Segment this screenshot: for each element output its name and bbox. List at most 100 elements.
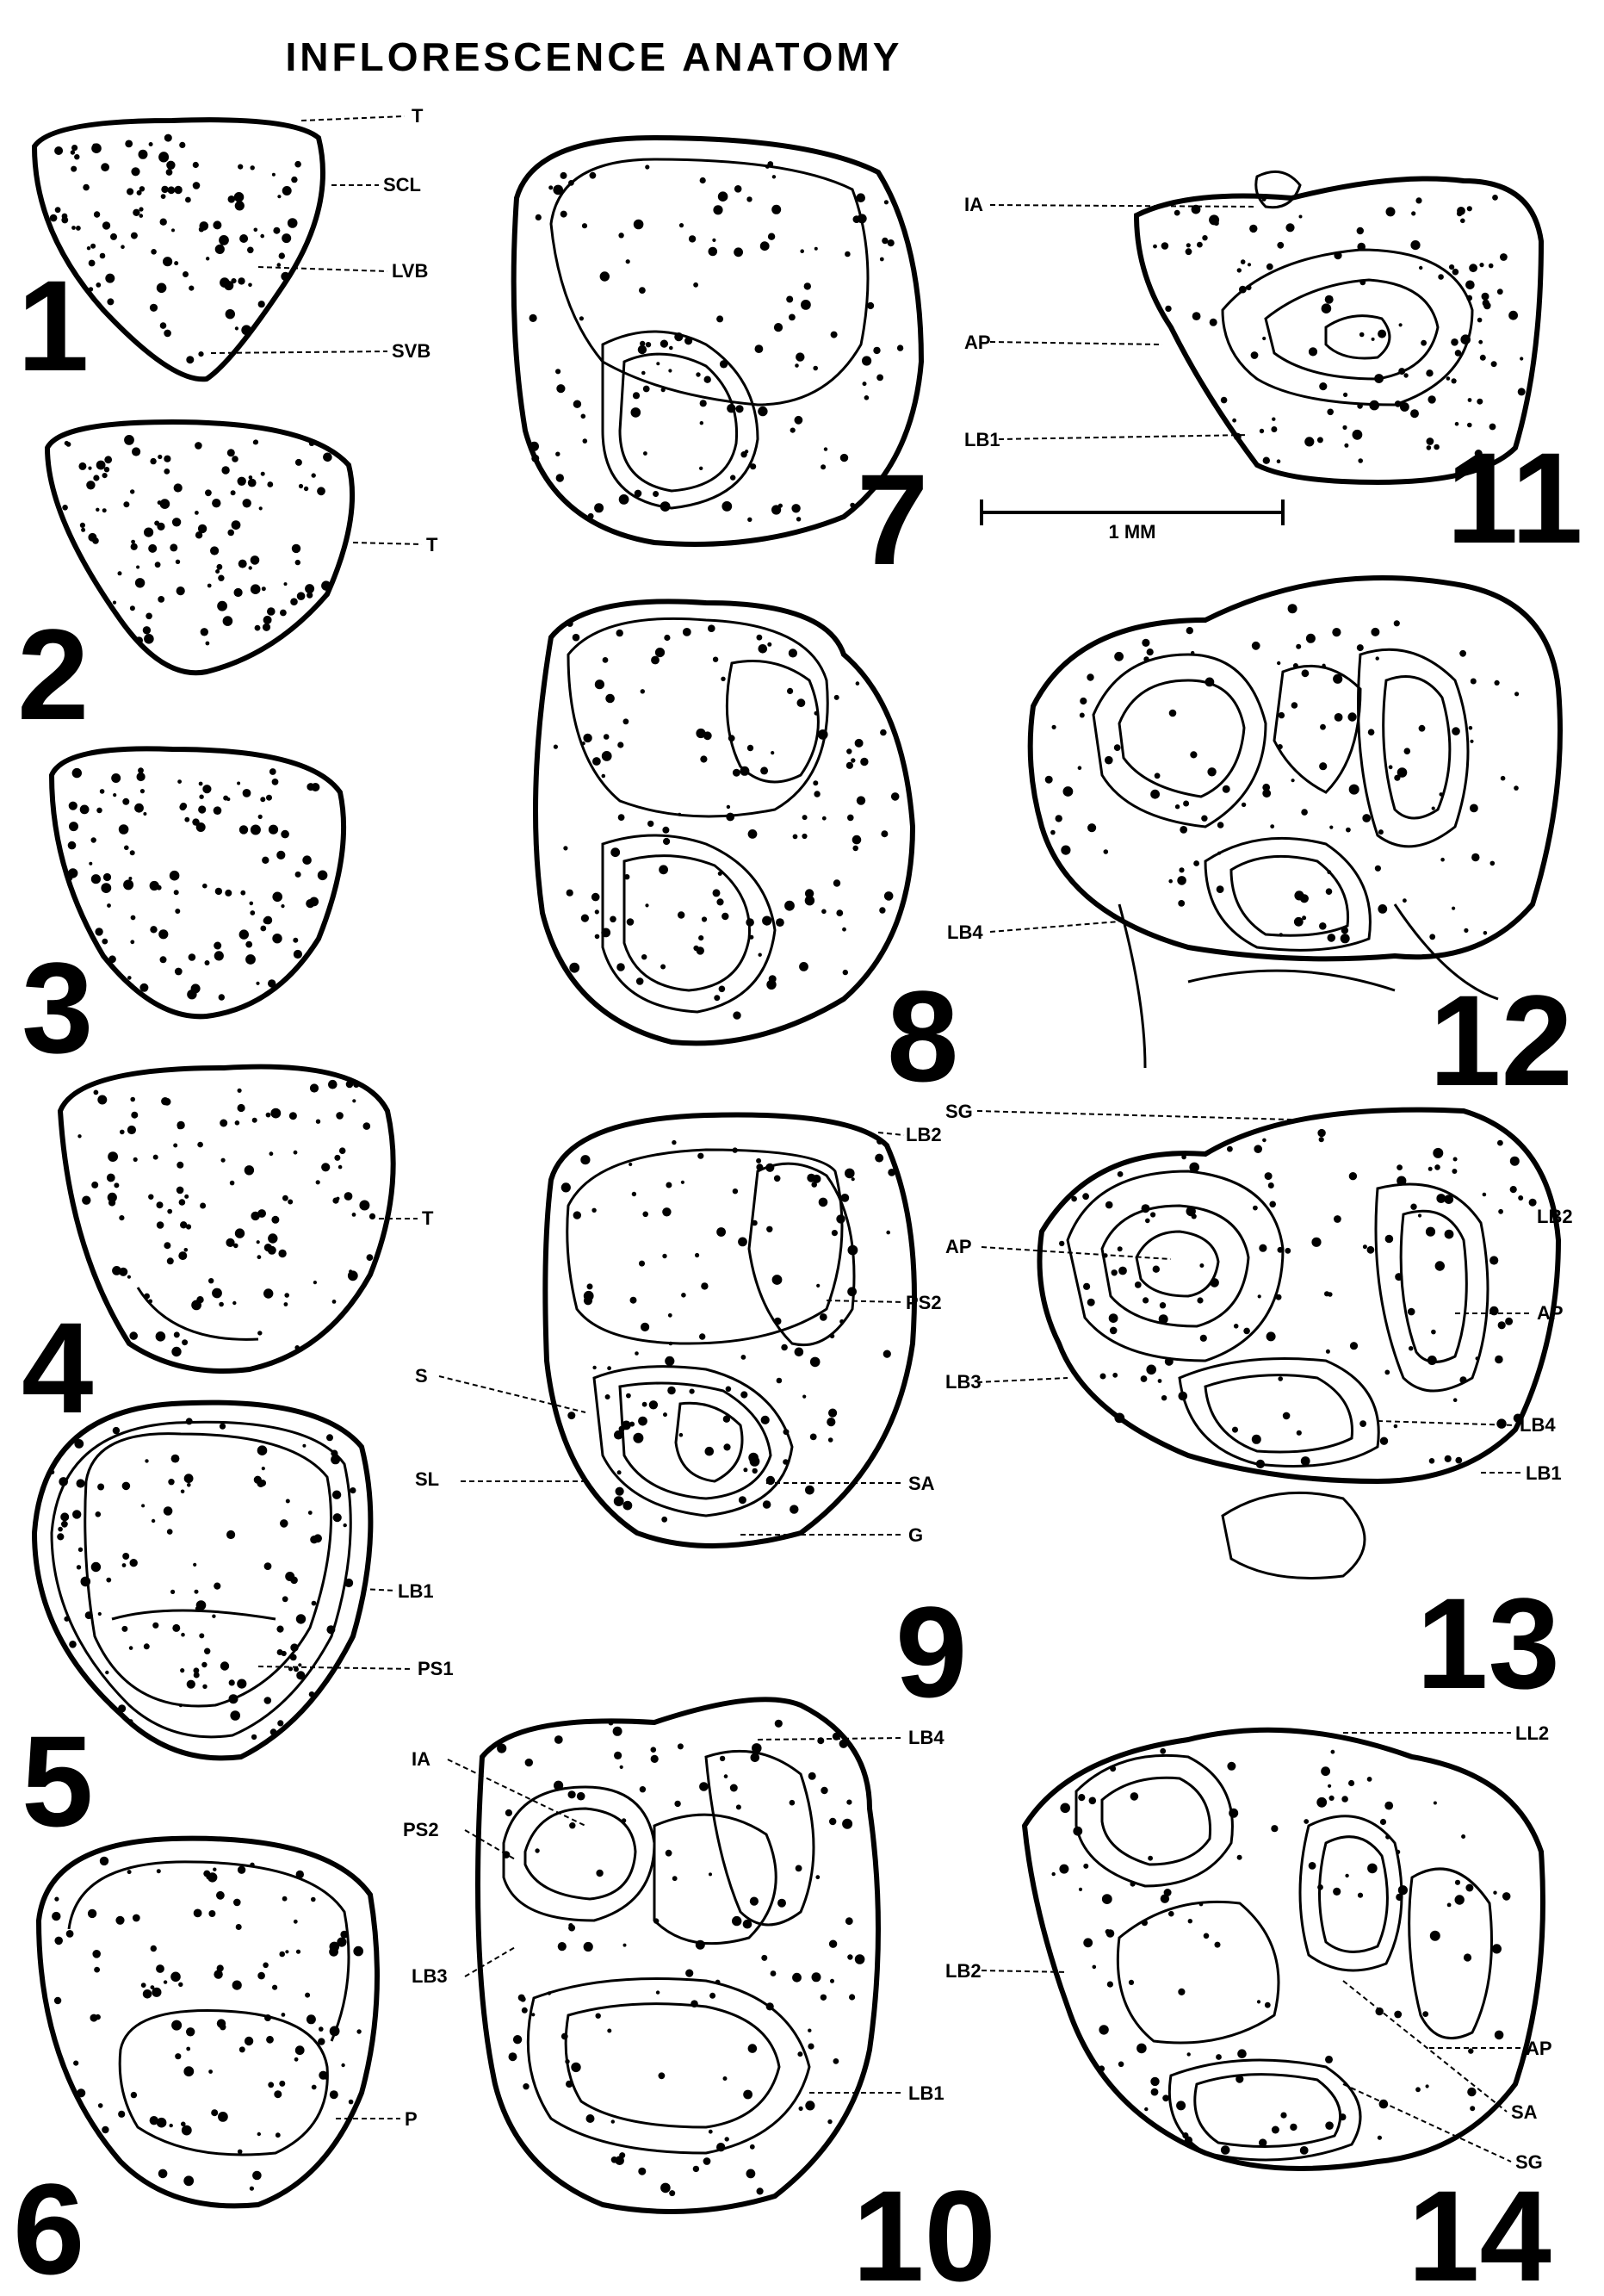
stipple-dot (840, 1194, 849, 1202)
stipple-dot (85, 1611, 93, 1619)
stipple-dot (369, 1213, 375, 1219)
stipple-dot (568, 180, 574, 186)
stipple-dot (696, 1940, 705, 1950)
stipple-dot (282, 2013, 286, 2017)
stipple-dot (774, 323, 783, 332)
stipple-dot (748, 829, 758, 839)
stipple-dot (339, 1147, 346, 1154)
stipple-dot (211, 2109, 218, 2116)
stipple-dot (1285, 223, 1294, 232)
stipple-dot (340, 1931, 348, 1939)
stipple-dot (289, 1112, 297, 1120)
stipple-dot (1169, 710, 1177, 717)
stipple-dot (280, 610, 287, 617)
stipple-dot (225, 890, 232, 897)
stipple-dot (128, 877, 132, 880)
stipple-dot (690, 1389, 695, 1394)
stipple-dot (183, 2066, 194, 2076)
stipple-dot (77, 1134, 81, 1138)
stipple-dot (186, 356, 194, 363)
stipple-dot (1329, 1796, 1335, 1801)
stipple-dot (884, 891, 894, 901)
stipple-dot (181, 2122, 186, 2127)
stipple-dot (620, 1765, 623, 1769)
stipple-dot (1434, 1164, 1440, 1170)
stipple-dot (607, 1366, 611, 1370)
stipple-dot (1326, 888, 1333, 895)
stipple-dot (747, 745, 753, 751)
stipple-dot (294, 1345, 300, 1350)
stipple-dot (845, 1169, 855, 1179)
stipple-dot (678, 1743, 684, 1749)
stipple-dot (645, 903, 648, 907)
label-5-0: LB1 (398, 1580, 434, 1602)
stipple-dot (119, 1215, 124, 1220)
stipple-dot (580, 1155, 590, 1164)
stipple-dot (97, 1095, 107, 1105)
stipple-dot (69, 822, 78, 831)
stipple-dot (121, 245, 125, 249)
stipple-dot (277, 1649, 283, 1655)
stipple-dot (341, 2063, 344, 2067)
stipple-dot (700, 755, 707, 762)
stipple-dot (260, 926, 266, 932)
stipple-dot (232, 1981, 242, 1990)
stipple-dot (238, 2150, 243, 2155)
stipple-dot (1160, 621, 1164, 625)
stipple-dot (197, 1142, 203, 1148)
stipple-dot (334, 1155, 340, 1161)
stipple-dot (96, 808, 102, 814)
stipple-dot (1419, 266, 1422, 270)
stipple-dot (316, 1120, 320, 1124)
stipple-dot (595, 679, 604, 689)
stipple-dot (863, 382, 867, 386)
stipple-dot (127, 976, 132, 980)
stipple-dot (1398, 368, 1405, 375)
stipple-dot (723, 1416, 730, 1423)
stipple-dot (831, 332, 838, 338)
stipple-dot (198, 805, 206, 813)
stipple-dot (1237, 1855, 1242, 1860)
stipple-dot (704, 376, 711, 383)
stipple-dot (531, 2013, 535, 2016)
stipple-dot (684, 337, 692, 344)
stipple-dot (567, 1412, 575, 1419)
stipple-dot (633, 1433, 643, 1443)
stipple-dot (333, 1513, 342, 1522)
stipple-dot (1262, 784, 1270, 791)
stipple-dot (115, 1916, 124, 1925)
stipple-dot (177, 586, 185, 595)
stipple-dot (1142, 1920, 1148, 1926)
stipple-dot (1489, 264, 1494, 269)
stipple-dot (157, 1221, 164, 1229)
stipple-dot (714, 995, 720, 1001)
stipple-dot (259, 1480, 266, 1486)
stipple-dot (1334, 251, 1341, 259)
stipple-dot (158, 500, 162, 505)
stipple-dot (269, 1151, 274, 1156)
stipple-dot (106, 1578, 111, 1583)
stipple-dot (1319, 1137, 1324, 1142)
stipple-dot (269, 825, 278, 835)
stipple-dot (638, 1417, 647, 1426)
stipple-dot (1293, 663, 1298, 668)
stipple-dot (1174, 210, 1180, 216)
stipple-dot (1221, 2145, 1230, 2155)
stipple-dot (174, 261, 178, 265)
stipple-dot (664, 635, 670, 641)
stipple-dot (801, 300, 811, 310)
stipple-dot (1398, 1885, 1408, 1895)
stipple-dot (733, 1011, 740, 1019)
stipple-dot (234, 588, 243, 597)
stipple-dot (161, 186, 168, 193)
stipple-dot (81, 528, 85, 532)
stipple-dot (733, 769, 740, 777)
stipple-dot (1188, 1919, 1192, 1923)
stipple-dot (1232, 419, 1236, 423)
stipple-dot (513, 2035, 522, 2044)
stipple-dot (876, 1139, 883, 1145)
stipple-dot (170, 543, 177, 551)
stipple-dot (1279, 712, 1285, 718)
stipple-dot (288, 1200, 293, 1205)
stipple-dot (168, 186, 176, 194)
